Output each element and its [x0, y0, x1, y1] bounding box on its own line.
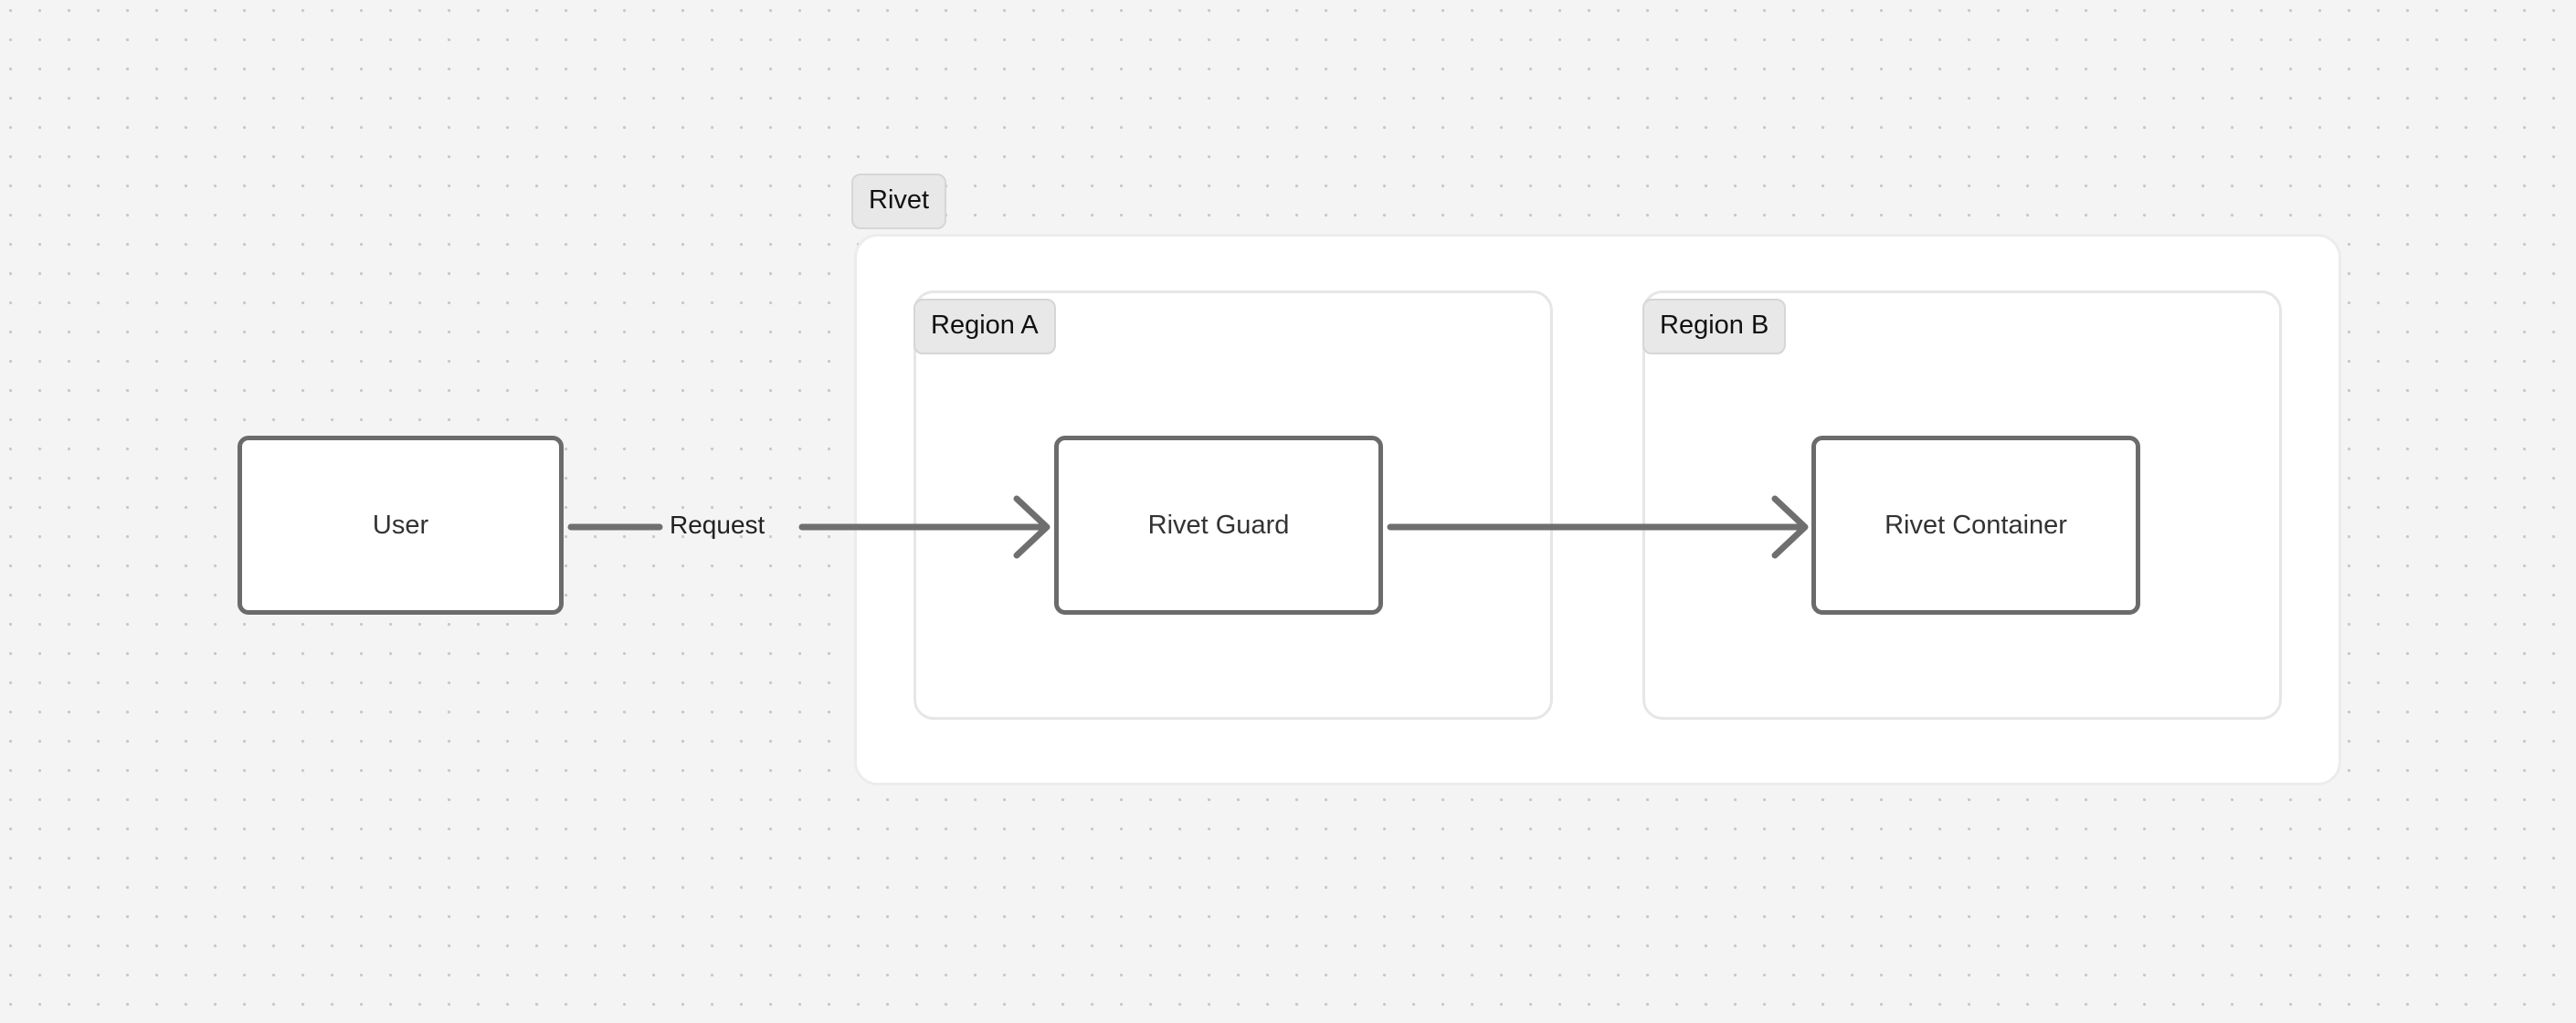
node-user-label: User — [372, 510, 429, 540]
group-badge-rivet[interactable]: Rivet — [851, 174, 947, 229]
edge-label-request[interactable]: Request — [670, 511, 765, 539]
node-rivet-guard-label: Rivet Guard — [1147, 510, 1290, 540]
node-rivet-container-label: Rivet Container — [1884, 510, 2067, 540]
node-rivet-container[interactable]: Rivet Container — [1811, 436, 2140, 615]
node-rivet-guard[interactable]: Rivet Guard — [1054, 436, 1383, 615]
region-badge-region-a[interactable]: Region A — [913, 299, 1056, 354]
region-badge-region-b[interactable]: Region B — [1642, 299, 1787, 354]
node-user[interactable]: User — [238, 436, 564, 615]
